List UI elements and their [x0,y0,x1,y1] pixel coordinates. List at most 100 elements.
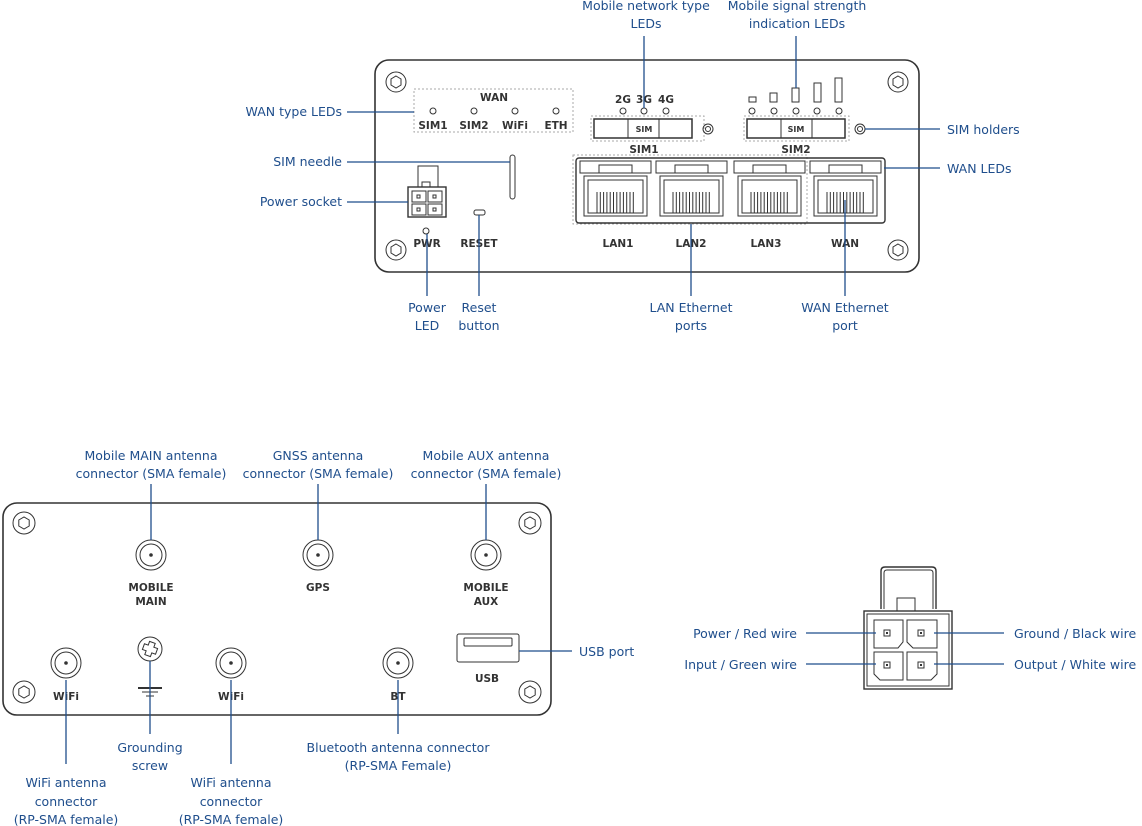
annotation-wan-leds: WAN LEDs [947,161,1012,176]
front-annotations: Mobile network type LEDs Mobile signal s… [246,0,1020,333]
signal-bar [834,77,843,103]
annotation-wan-type-leds: WAN type LEDs [246,104,342,119]
ethernet-port-icon [809,160,882,217]
pin-icon [883,629,891,637]
annotation-usb-port: USB port [579,644,634,659]
lan-group [572,154,808,225]
power-socket-icon [407,165,447,218]
annotation-sim-needle: SIM needle [273,154,342,169]
sma-connector-icon [382,647,414,679]
wan-led-label: SIM2 [459,120,488,132]
annotation-wifi-1: (RP-SMA female) [14,812,119,826]
sim1-label: SIM1 [629,144,658,156]
annotation-reset-button: button [458,318,499,333]
power-led [422,227,430,235]
ethernet-port-icon [579,160,652,217]
network-type-label: 4G [658,94,674,106]
screw-icon [12,511,36,535]
signal-led [792,107,800,115]
annotation-power-led: Power [408,300,447,315]
annotation-network-type: LEDs [631,16,662,31]
front-panel: WAN SIM1 SIM2 WiFi ETH 2G 3G 4G SIM SIM1 [374,59,920,273]
back-panel: MOBILE MAIN GPS MOBILE AUX WiFi WiFi BT … [2,502,552,716]
pin-icon [917,661,925,669]
signal-led [748,107,756,115]
sim2-holder [746,118,846,139]
annotation-signal-strength: Mobile signal strength [728,0,867,13]
annotation-mobile-main: connector (SMA female) [76,466,227,481]
screw-icon [12,680,36,704]
annotation-mobile-main: Mobile MAIN antenna [84,448,217,463]
sma-connector-icon [302,539,334,571]
signal-led [770,107,778,115]
screw-icon [385,239,407,261]
screw-icon [385,71,407,93]
annotation-wifi-1: connector [35,794,98,809]
pin-icon [883,661,891,669]
annotation-wifi-2: connector [200,794,263,809]
annotation-signal-strength: indication LEDs [749,16,845,31]
annotation-lan-ports: LAN Ethernet [650,300,733,315]
sim2-group [743,115,850,142]
back-panel-body [2,502,552,716]
wan-led-label: ETH [544,120,567,132]
network-type-label: 2G [615,94,631,106]
annotation-wan-port: WAN Ethernet [801,300,888,315]
annotation-network-type: Mobile network type [582,0,710,13]
annotation-lan-ports: ports [675,318,707,333]
screw-icon [518,511,542,535]
annotation-input-wire: Input / Green wire [684,657,797,672]
signal-led [835,107,843,115]
annotation-gnss: connector (SMA female) [243,466,394,481]
sma-connector-icon [470,539,502,571]
annotation-power-socket: Power socket [260,194,342,209]
back-annotations: Mobile MAIN antenna connector (SMA femal… [14,448,635,826]
wan-led-group [413,88,574,133]
annotation-power-led: LED [415,318,440,333]
sim2-label: SIM2 [781,144,810,156]
signal-bar [769,92,778,103]
sim-eject-icon [702,123,714,135]
ethernet-port-icon [733,160,806,217]
annotation-gnss: GNSS antenna [273,448,364,463]
connector-label: MOBILE [128,582,173,594]
usb-label: USB [475,673,499,685]
screw-icon [887,239,909,261]
annotation-ground-wire: Ground / Black wire [1014,626,1136,641]
led-sim1 [429,107,437,115]
led-eth [552,107,560,115]
annotation-bluetooth: Bluetooth antenna connector [307,740,491,755]
connector-label: MOBILE [463,582,508,594]
port-label: LAN1 [603,238,634,250]
annotation-mobile-aux: Mobile AUX antenna [423,448,550,463]
usb-port-icon [456,633,520,663]
annotation-output-wire: Output / White wire [1014,657,1136,672]
annotation-wifi-2: WiFi antenna [191,775,272,790]
annotation-wifi-1: WiFi antenna [26,775,107,790]
sma-connector-icon [50,647,82,679]
led-wifi [511,107,519,115]
wan-led-label: WiFi [502,120,528,132]
ethernet-block [575,157,886,224]
annotation-power-wire: Power / Red wire [693,626,797,641]
led-sim2 [470,107,478,115]
annotation-grounding: Grounding [117,740,182,755]
annotation-sim-holders: SIM holders [947,122,1020,137]
connector-label: AUX [474,596,498,608]
annotation-wifi-2: (RP-SMA female) [179,812,284,826]
power-connector: Power / Red wire Input / Green wire Grou… [684,566,1136,690]
annotation-mobile-aux: connector (SMA female) [411,466,562,481]
wan-group-label: WAN [480,92,508,104]
sma-connector-icon [135,539,167,571]
connector-label: GPS [306,582,330,594]
sim1-holder [593,118,693,139]
ethernet-port-icon [655,160,728,217]
screw-icon [518,680,542,704]
screw-icon [887,71,909,93]
annotation-reset-button: Reset [462,300,497,315]
sim1-group [590,115,705,142]
signal-led [813,107,821,115]
port-label: LAN3 [751,238,782,250]
annotation-grounding: screw [132,758,168,773]
